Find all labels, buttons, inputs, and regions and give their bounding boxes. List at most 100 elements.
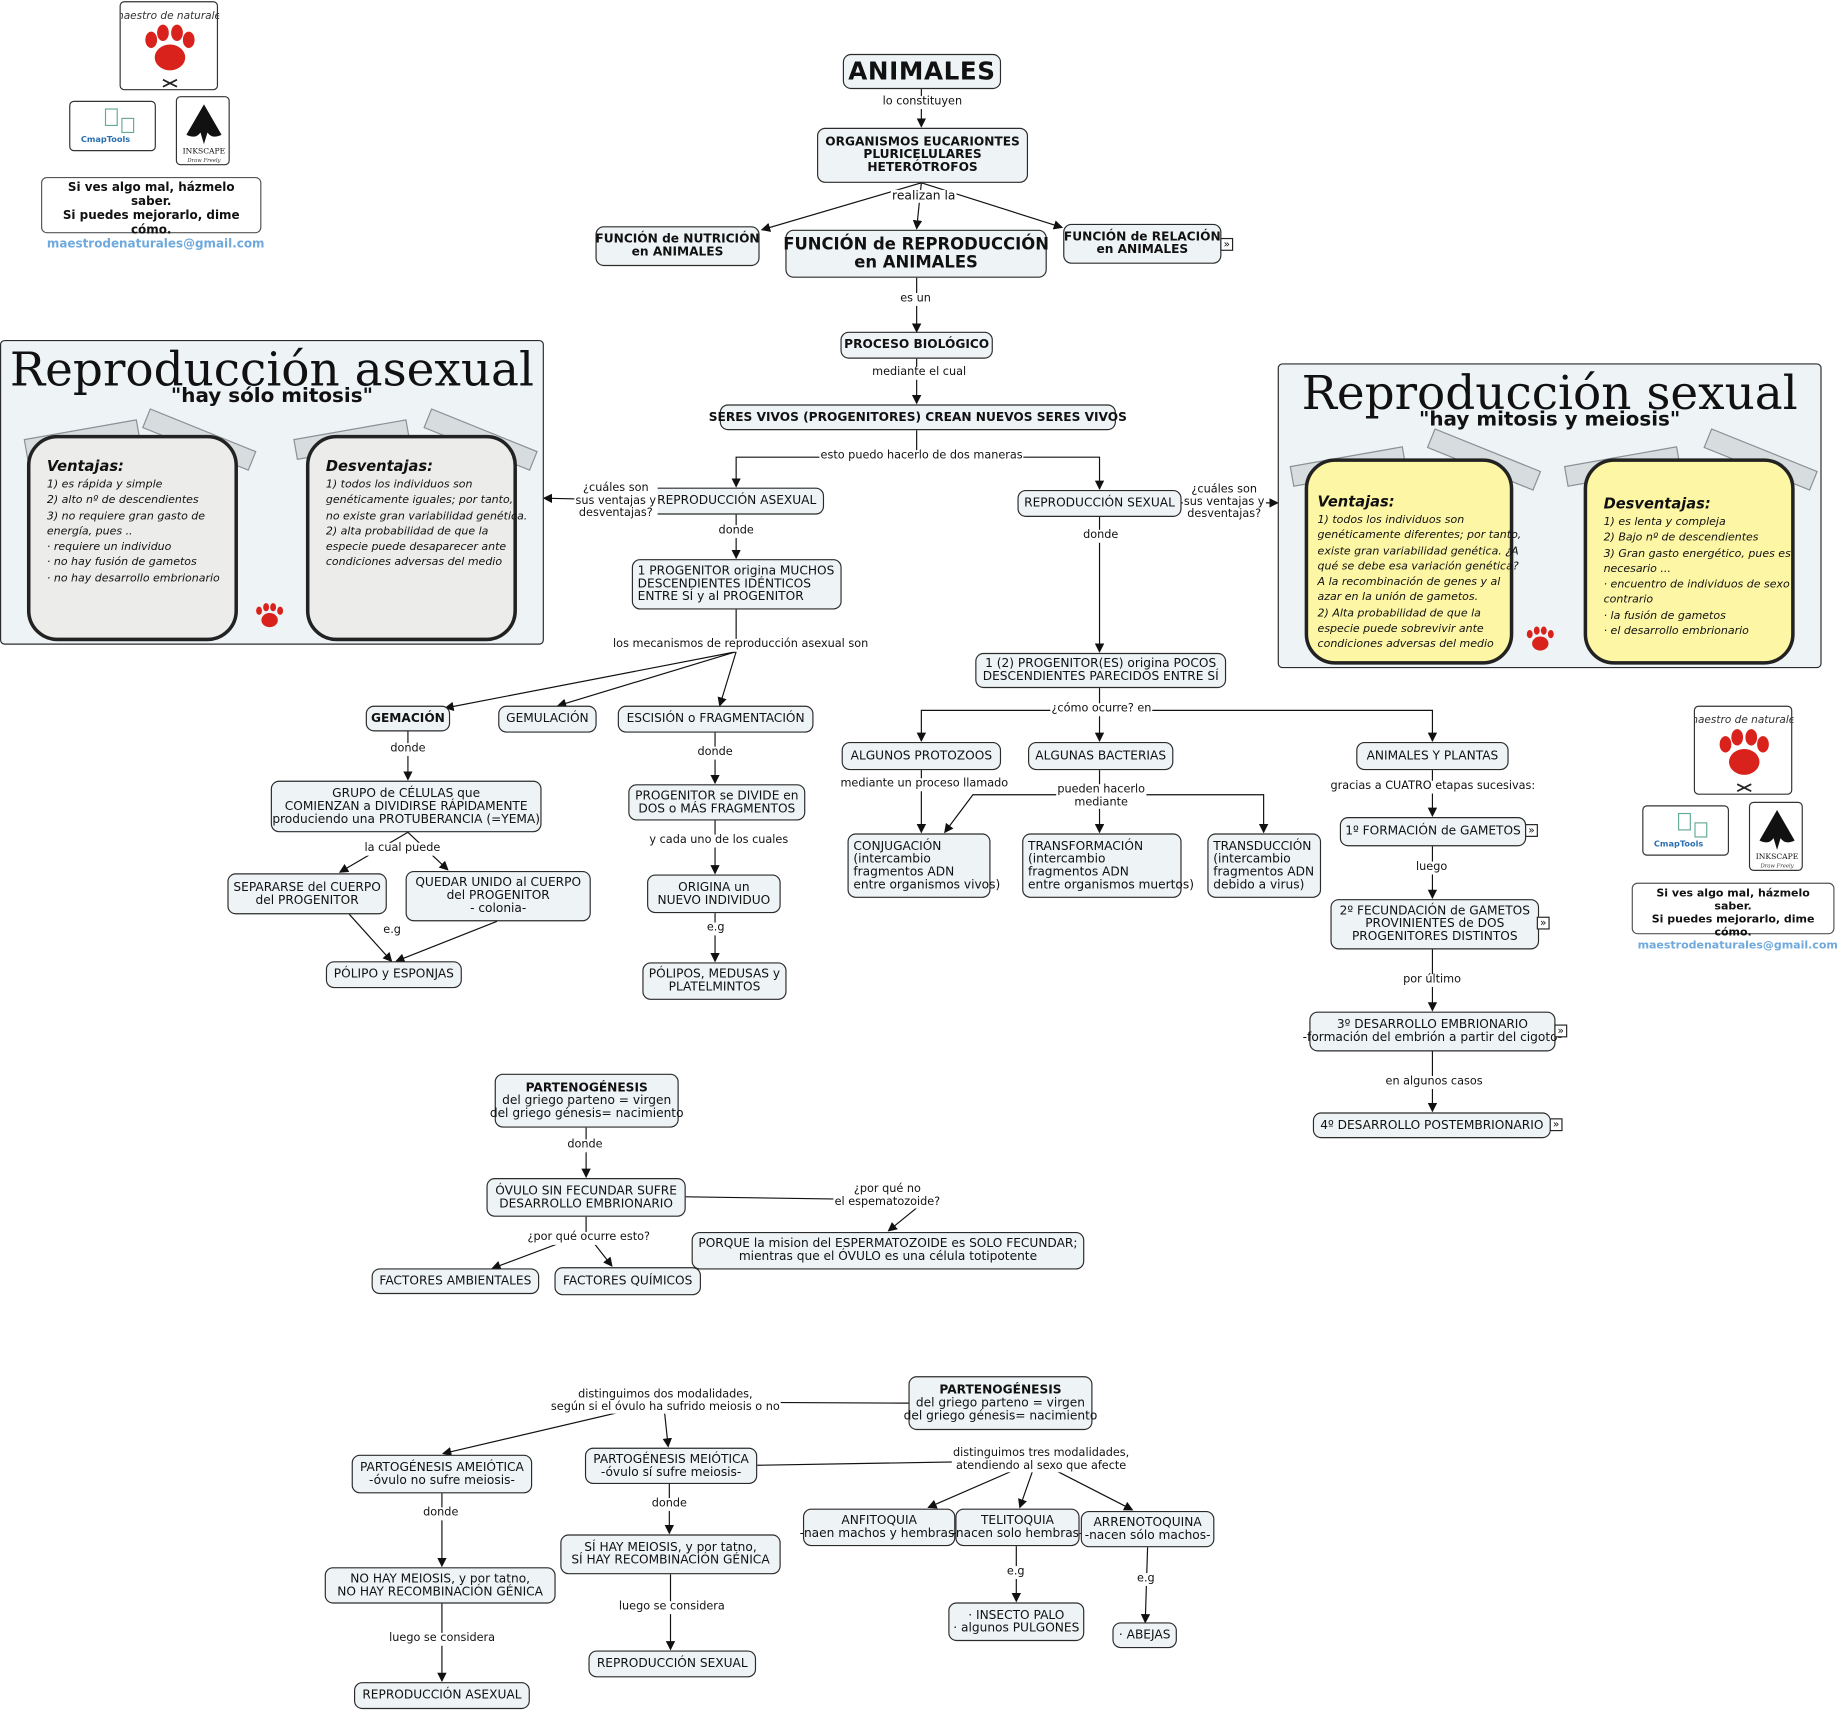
email-link[interactable]: maestrodenaturales@gmail.com [1637, 938, 1838, 952]
paw-icon [256, 603, 284, 628]
node-insecto-palo[interactable]: · INSECTO PALO· algunos PULGONES [948, 1602, 1085, 1642]
card-line: 2) Alta probabilidad de que la [1317, 606, 1481, 620]
chevron-right-icon: » [1539, 917, 1547, 930]
node-seres[interactable]: SERES VIVOS (PROGENITORES) CREAN NUEVOS … [709, 404, 1127, 431]
node-protozoos[interactable]: ALGUNOS PROTOZOOS [841, 742, 1002, 771]
node-text-line: PORQUE la mision del ESPERMATOZOIDE es S… [698, 1236, 1078, 1251]
node-text-line: -formación del embrión a partir del cigo… [1302, 1030, 1563, 1045]
node-gemulacion[interactable]: GEMULACIÓN [498, 705, 597, 733]
node-animales-plantas[interactable]: ANIMALES Y PLANTAS [1356, 742, 1509, 771]
node-text-line: PROGENITORES DISTINTOS [1351, 929, 1518, 944]
node-gemacion[interactable]: GEMACIÓN [365, 705, 451, 732]
node-anfitoquia[interactable]: ANFITOQUIA-naen machos y hembras- [800, 1508, 959, 1547]
node-meiotica[interactable]: PARTOGÉNESIS MEIÓTICA-óvulo sí sufre mei… [584, 1447, 758, 1485]
node-text-line: SERES VIVOS (PROGENITORES) CREAN NUEVOS … [708, 409, 1127, 424]
link-label-line: ¿por qué no [853, 1182, 921, 1196]
card-line: 1) todos los individuos son [325, 478, 473, 492]
maestro-logo-left[interactable]: maestro de naturales [113, 1, 227, 91]
node-text-line: DOS o MÁS FRAGMENTOS [638, 801, 796, 816]
node-proceso[interactable]: PROCESO BIOLÓGICO [840, 331, 993, 359]
node-repro-sexual[interactable]: REPRODUCCIÓN SEXUAL [1017, 489, 1182, 517]
link-label-line: e.g [1137, 1571, 1155, 1585]
node-gametos[interactable]: 1º FORMACIÓN de GAMETOS [1339, 817, 1527, 847]
link-label-line: e.g [1006, 1564, 1025, 1578]
node-no-meiosis[interactable]: NO HAY MEIOSIS, y por tatno,NO HAY RECOM… [324, 1567, 556, 1604]
link-label: donde [389, 743, 427, 756]
node-abejas[interactable]: · ABEJAS [1112, 1622, 1177, 1649]
node-text-line: del griego parteno = virgen [502, 1093, 672, 1108]
link-label: e.g [1005, 1564, 1026, 1579]
node-text-line: 3º DESARROLLO EMBRIONARIO [1336, 1017, 1528, 1032]
email-link[interactable]: maestrodenaturales@gmail.com [46, 237, 265, 251]
sexual-panel-title: Reproducción sexual [1301, 366, 1798, 421]
card-line: A la recombinación de genes y al [1317, 575, 1501, 589]
node-desarrollo-post[interactable]: 4º DESARROLLO POSTEMBRIONARIO [1312, 1112, 1551, 1139]
asexual-panel-subtitle: "hay sólo mitosis" [170, 384, 373, 408]
link-label-line: donde [1083, 528, 1119, 542]
node-text-line: 1 (2) PROGENITOR(ES) origina POCOS [985, 656, 1217, 671]
node-text-line: FUNCIÓN de NUTRICIÓN [595, 232, 760, 247]
node-rep-asexual-2[interactable]: REPRODUCCIÓN ASEXUAL [354, 1682, 530, 1710]
node-bacterias[interactable]: ALGUNAS BACTERIAS [1028, 742, 1174, 771]
node-desarrollo-emb[interactable]: 3º DESARROLLO EMBRIONARIO-formación del … [1303, 1011, 1562, 1052]
node-factores-ambientales[interactable]: FACTORES AMBIENTALES [371, 1268, 540, 1295]
link-label: donde [566, 1139, 604, 1152]
cmaptools-logo-right[interactable]: CmapTools [1642, 805, 1729, 856]
link-label-line: e.g [383, 923, 401, 937]
node-animales[interactable]: ANIMALES [842, 53, 1002, 90]
link-label-line: sus ventajas y [1183, 495, 1265, 509]
node-polipo-esponjas[interactable]: PÓLIPO y ESPONJAS [325, 961, 462, 989]
node-text-line: mientras que el ÓVULO es una célula toti… [738, 1249, 1038, 1264]
maestro-logo-right[interactable]: maestro de naturales [1688, 705, 1801, 795]
node-telitoquia[interactable]: TELITOQUIA-nacen solo hembras- [952, 1508, 1083, 1547]
node-escision[interactable]: ESCISIÓN o FRAGMENTACIÓN [617, 705, 814, 733]
node-text-line: PROVINIENTES de DOS [1365, 916, 1505, 931]
inkscape-logo-right[interactable]: INKSCAPE Draw Freely [1748, 801, 1803, 871]
node-si-meiosis[interactable]: SÍ HAY MEIOSIS, y por tatno,SÍ HAY RECOM… [560, 1534, 781, 1575]
node-ameiotica[interactable]: PARTOGÉNESIS AMEIÓTICA-óvulo no sufre me… [351, 1454, 533, 1494]
card-line: 1) todos los individuos son [1317, 513, 1465, 527]
card-heading: Ventajas: [1317, 492, 1395, 510]
node-repro-asexual[interactable]: REPRODUCCIÓN ASEXUAL [649, 487, 825, 515]
sexual-panel-subtitle: "hay mitosis y meiosis" [1418, 407, 1681, 432]
node-arrenotoquina[interactable]: ARRENOTOQUINA-nacen sólo machos- [1080, 1510, 1215, 1548]
expand-badge[interactable]: » [1220, 237, 1234, 251]
link-label-line: donde [697, 745, 733, 759]
cmaptools-label: CmapTools [1654, 838, 1703, 848]
node-porque[interactable]: PORQUE la mision del ESPERMATOZOIDE es S… [691, 1231, 1085, 1270]
node-text-line: 2º FECUNDACIÓN de GAMETOS [1339, 903, 1530, 918]
svg-text:maestro de naturales: maestro de naturales [121, 10, 219, 22]
expand-badge[interactable]: » [1549, 1118, 1563, 1132]
expand-badge[interactable]: » [1525, 824, 1538, 837]
link-label: realizan la [890, 190, 957, 203]
inkscape-logo-left[interactable]: INKSCAPE Draw Freely [175, 96, 230, 166]
node-factores-quimicos[interactable]: FACTORES QUÍMICOS [554, 1267, 701, 1296]
expand-badge[interactable]: » [1554, 1024, 1568, 1038]
node-rep-sexual-2[interactable]: REPRODUCCIÓN SEXUAL [588, 1650, 757, 1678]
link-label-line: y cada uno de los cuales [649, 833, 789, 847]
node-text-line: REPRODUCCIÓN ASEXUAL [657, 493, 817, 508]
cmaptools-logo-left[interactable]: CmapTools [69, 100, 156, 152]
expand-badge[interactable]: » [1536, 916, 1550, 930]
card-line: · la fusión de gametos [1603, 609, 1726, 623]
